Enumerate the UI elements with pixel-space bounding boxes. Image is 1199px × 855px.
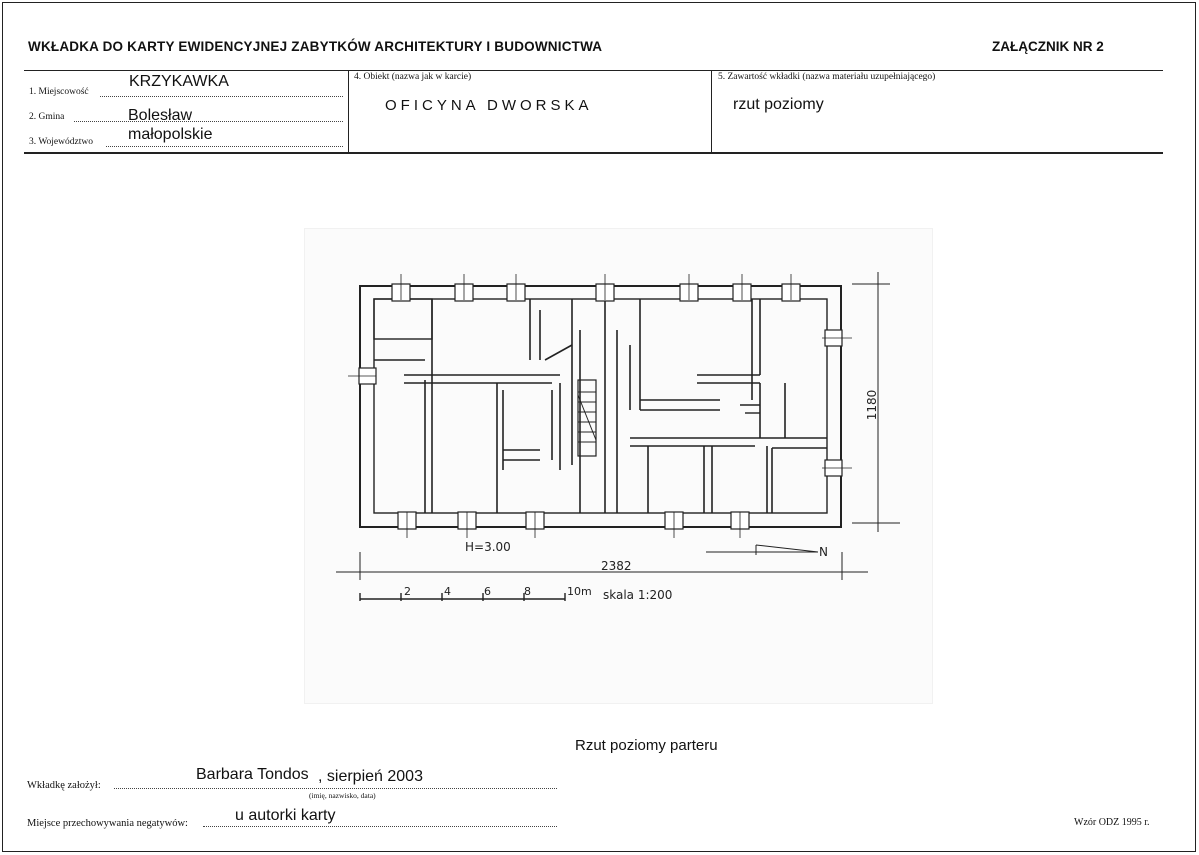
gmina-label: 2. Gmina bbox=[29, 112, 65, 122]
author-name: Barbara Tondos bbox=[196, 766, 309, 783]
scale-text: skala 1:200 bbox=[603, 588, 672, 602]
storage-line bbox=[203, 826, 557, 827]
wojewodztwo-label: 3. Województwo bbox=[29, 137, 93, 147]
storage-label: Miejsce przechowywania negatywów: bbox=[27, 818, 188, 829]
wojewodztwo-value: małopolskie bbox=[128, 126, 213, 143]
zawartosc-value: rzut poziomy bbox=[733, 96, 824, 113]
scale-tick-10: 10m bbox=[567, 585, 592, 598]
zawartosc-label: 5. Zawartość wkładki (nazwa materiału uz… bbox=[718, 72, 936, 82]
inner-wall-outline bbox=[373, 298, 828, 514]
column-divider-2 bbox=[711, 70, 712, 153]
header-top-rule bbox=[24, 70, 1163, 71]
author-label: Wkładkę założył: bbox=[27, 780, 101, 791]
author-line bbox=[114, 788, 557, 789]
scale-tick-6: 6 bbox=[484, 585, 491, 598]
form-title: WKŁADKA DO KARTY EWIDENCYJNEJ ZABYTKÓW A… bbox=[28, 39, 603, 54]
scale-tick-2: 2 bbox=[404, 585, 411, 598]
obiekt-value: OFICYNA DWORSKA bbox=[385, 97, 593, 114]
storage-value: u autorki karty bbox=[235, 807, 336, 824]
wojewodztwo-line bbox=[106, 146, 343, 147]
gmina-line bbox=[74, 121, 343, 122]
obiekt-label: 4. Obiekt (nazwa jak w karcie) bbox=[354, 72, 472, 82]
height-label: H=3.00 bbox=[465, 540, 511, 554]
scale-tick-4: 4 bbox=[444, 585, 451, 598]
miejscowosc-value: KRZYKAWKA bbox=[129, 73, 229, 90]
author-hint: (imię, nazwisko, data) bbox=[309, 791, 376, 800]
drawing-caption: Rzut poziomy parteru bbox=[575, 737, 718, 754]
gmina-value: Bolesław bbox=[128, 107, 193, 124]
annex-number: ZAŁĄCZNIK NR 2 bbox=[992, 39, 1104, 54]
column-divider-1 bbox=[348, 70, 349, 153]
miejscowosc-line bbox=[100, 96, 343, 97]
miejscowosc-label: 1. Miejscowość bbox=[29, 87, 89, 97]
header-bottom-rule bbox=[24, 152, 1163, 154]
form-code: Wzór ODZ 1995 r. bbox=[1074, 817, 1150, 828]
north-arrow-label: N bbox=[819, 545, 828, 559]
width-dimension: 1180 bbox=[865, 390, 879, 421]
scale-tick-8: 8 bbox=[524, 585, 531, 598]
author-date: , sierpień 2003 bbox=[318, 768, 423, 785]
length-dimension: 2382 bbox=[601, 559, 632, 573]
